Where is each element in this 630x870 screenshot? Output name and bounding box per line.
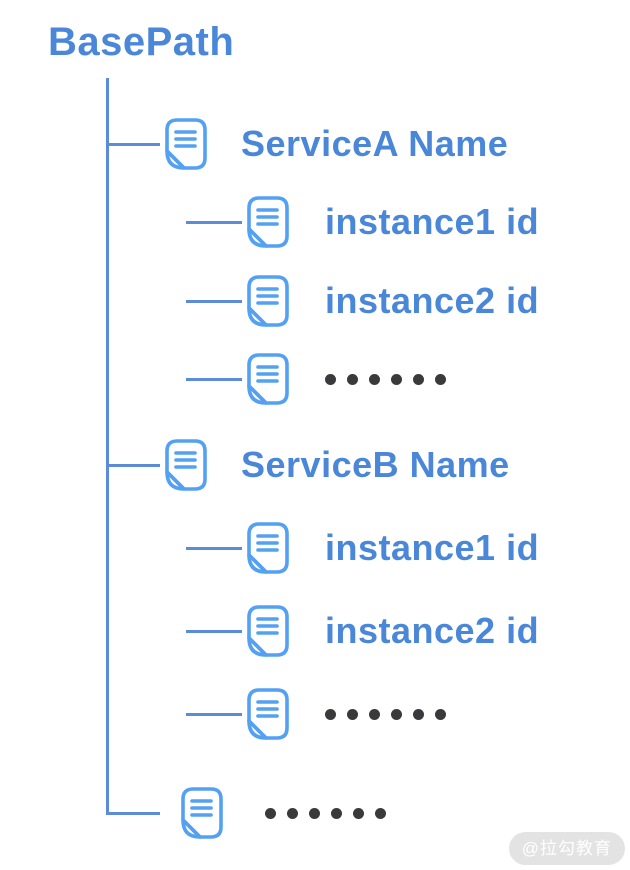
dot <box>353 807 364 819</box>
tree-node-serviceb-more <box>186 686 446 742</box>
connector-line <box>186 377 242 381</box>
connector-line <box>186 629 242 633</box>
dot <box>435 373 446 385</box>
dot <box>435 708 446 720</box>
dot <box>347 373 358 385</box>
document-icon <box>246 274 290 328</box>
connector-line <box>186 220 242 224</box>
document-icon <box>246 521 290 575</box>
dot <box>325 708 336 720</box>
node-label: instance2 id <box>325 280 540 321</box>
ellipsis-dots <box>325 373 446 385</box>
document-icon <box>246 687 290 741</box>
document-icon <box>164 438 208 492</box>
tree-node-more-services <box>106 785 386 841</box>
tree-node-serviceb-instance1: instance1 id <box>186 520 539 576</box>
document-icon <box>246 604 290 658</box>
dot <box>347 708 358 720</box>
node-label: ServiceA Name <box>241 123 509 164</box>
connector-line <box>186 712 242 716</box>
dot <box>413 373 424 385</box>
ellipsis-dots <box>325 708 446 720</box>
dot <box>287 807 298 819</box>
ellipsis-dots <box>265 807 386 819</box>
dot <box>265 807 276 819</box>
tree-node-servicea: ServiceA Name <box>106 116 508 172</box>
dot <box>391 373 402 385</box>
tree-node-serviceb: ServiceB Name <box>106 437 510 493</box>
dot <box>331 807 342 819</box>
connector-line <box>106 142 160 146</box>
dot <box>325 373 336 385</box>
dot <box>369 708 380 720</box>
document-icon <box>246 352 290 406</box>
watermark-badge: @拉勾教育 <box>508 832 625 865</box>
dot <box>391 708 402 720</box>
node-label: instance2 id <box>325 610 540 651</box>
connector-line <box>186 546 242 550</box>
connector-line <box>106 463 160 467</box>
tree-node-servicea-instance1: instance1 id <box>186 194 539 250</box>
document-icon <box>180 786 224 840</box>
dot <box>375 807 386 819</box>
tree-node-servicea-instance2: instance2 id <box>186 273 539 329</box>
tree-trunk-line <box>106 78 109 814</box>
tree-node-servicea-more <box>186 351 446 407</box>
document-icon <box>164 117 208 171</box>
tree-node-serviceb-instance2: instance2 id <box>186 603 539 659</box>
document-icon <box>246 195 290 249</box>
root-node-label: BasePath <box>48 20 235 64</box>
connector-line <box>186 299 242 303</box>
dot <box>369 373 380 385</box>
dot <box>309 807 320 819</box>
node-label: ServiceB Name <box>241 444 510 485</box>
node-label: instance1 id <box>325 201 540 242</box>
connector-line <box>106 811 160 815</box>
node-label: instance1 id <box>325 527 540 568</box>
dot <box>413 708 424 720</box>
